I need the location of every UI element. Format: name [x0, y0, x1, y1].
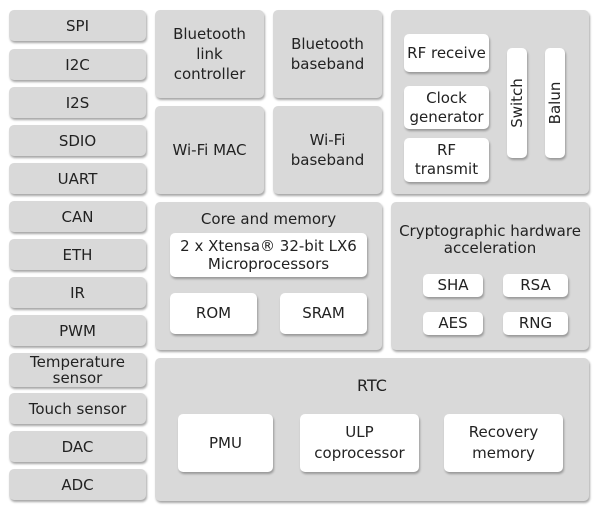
crypto-title: Cryptographic hardware acceleration	[399, 222, 581, 257]
peripheral-dac: DAC	[9, 431, 146, 462]
wifi-mac: Wi-Fi MAC	[155, 106, 264, 194]
peripheral-ir: IR	[9, 277, 146, 308]
wifi-baseband: Wi-Fi baseband	[273, 106, 382, 194]
rtc-title: RTC	[357, 376, 387, 395]
rng: RNG	[503, 312, 568, 335]
balun: Balun	[545, 48, 565, 158]
ulp-coprocessor: ULP coprocessor	[300, 414, 419, 472]
sram: SRAM	[280, 293, 367, 334]
peripheral-touch-sensor: Touch sensor	[9, 393, 146, 424]
peripheral-adc: ADC	[9, 469, 146, 500]
balun-label: Balun	[546, 81, 564, 125]
rtc-block: RTC PMU ULP coprocessor Recovery memory	[155, 358, 589, 501]
peripheral-i2c: I2C	[9, 49, 146, 80]
peripheral-uart: UART	[9, 163, 146, 194]
bluetooth-link-controller: Bluetooth link controller	[155, 10, 264, 98]
clock-generator: Clock generator	[404, 86, 489, 129]
recovery-memory: Recovery memory	[444, 414, 563, 472]
rom: ROM	[170, 293, 257, 334]
sha: SHA	[423, 274, 483, 297]
peripheral-temperature-sensor: Temperature sensor	[9, 353, 146, 387]
xtensa-microprocessors: 2 x Xtensa® 32-bit LX6 Microprocessors	[170, 233, 367, 277]
peripheral-i2s: I2S	[9, 87, 146, 118]
rf-receive: RF receive	[404, 34, 489, 72]
peripheral-spi: SPI	[9, 10, 146, 41]
core-and-memory-block: Core and memory 2 x Xtensa® 32-bit LX6 M…	[155, 202, 382, 350]
peripheral-pwm: PWM	[9, 315, 146, 346]
peripheral-can: CAN	[9, 201, 146, 232]
peripheral-eth: ETH	[9, 239, 146, 270]
crypto-block: Cryptographic hardware acceleration SHA …	[391, 202, 589, 350]
rf-transmit: RF transmit	[404, 138, 489, 182]
switch: Switch	[507, 48, 527, 158]
peripheral-sdio: SDIO	[9, 125, 146, 156]
switch-label: Switch	[508, 78, 526, 128]
core-and-memory-title: Core and memory	[200, 210, 337, 228]
rf-block: RF receive Clock generator RF transmit S…	[391, 10, 589, 194]
rsa: RSA	[503, 274, 568, 297]
pmu: PMU	[178, 414, 273, 472]
bluetooth-baseband: Bluetooth baseband	[273, 10, 382, 98]
aes: AES	[423, 312, 483, 335]
